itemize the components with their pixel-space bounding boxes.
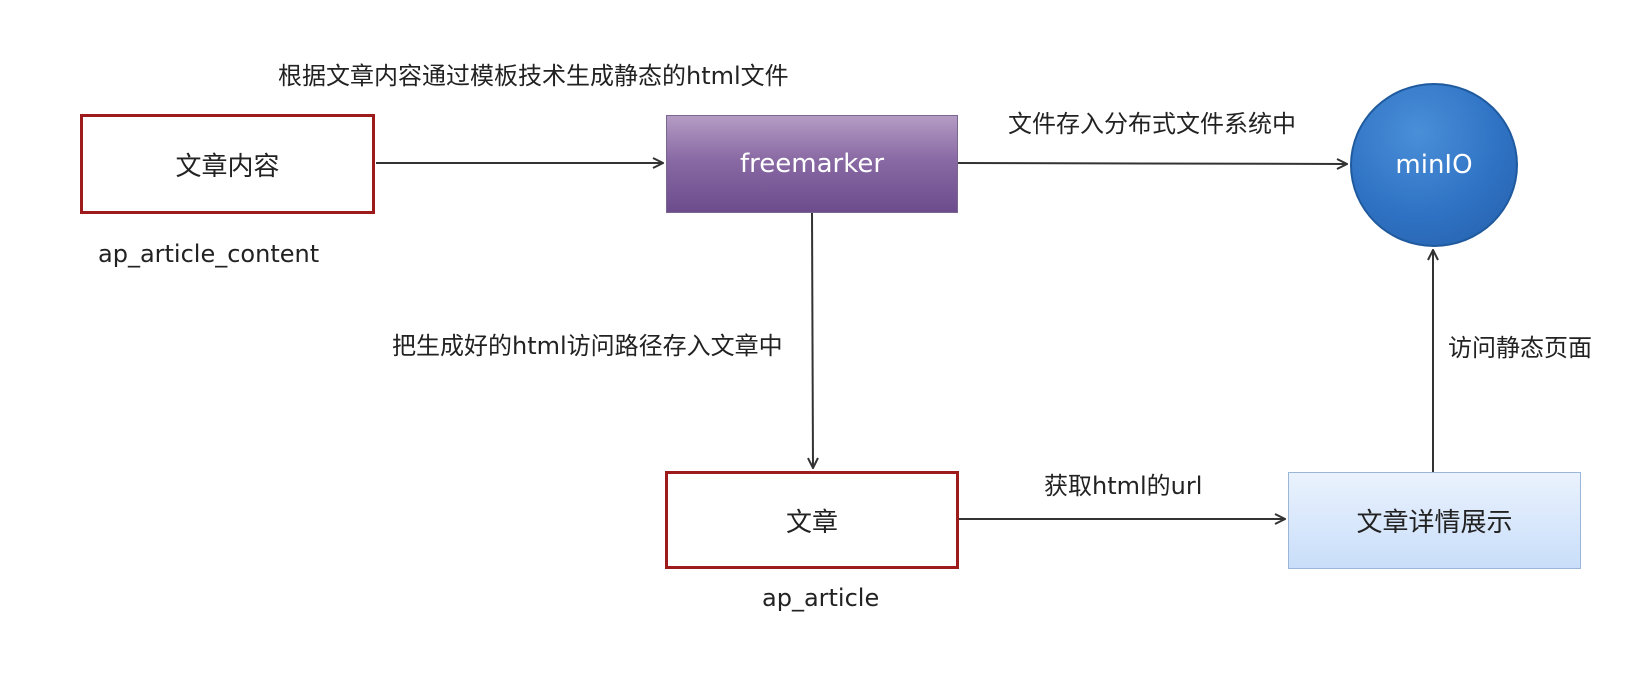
node-article-content: 文章内容 bbox=[80, 114, 375, 214]
edge-label-visit-page: 访问静态页面 bbox=[1448, 334, 1592, 362]
node-minio: minIO bbox=[1350, 83, 1518, 247]
node-freemarker-label: freemarker bbox=[739, 149, 885, 179]
node-article-detail-label: 文章详情展示 bbox=[1356, 508, 1513, 538]
node-article-label: 文章 bbox=[785, 507, 838, 538]
edge-label-save-path: 把生成好的html访问路径存入文章中 bbox=[392, 332, 783, 360]
edge-label-generate-html: 根据文章内容通过模板技术生成静态的html文件 bbox=[278, 62, 789, 90]
table-name-article: ap_article bbox=[762, 584, 880, 612]
node-article-content-label: 文章内容 bbox=[175, 151, 280, 182]
node-freemarker: freemarker bbox=[666, 115, 958, 213]
edge-label-get-url: 获取html的url bbox=[1044, 472, 1203, 500]
node-minio-label: minIO bbox=[1395, 150, 1473, 180]
arrow-freemarker-to-article bbox=[812, 212, 813, 467]
arrow-freemarker-to-minio bbox=[957, 163, 1346, 164]
edge-label-store-file: 文件存入分布式文件系统中 bbox=[1008, 110, 1296, 138]
table-name-article-content: ap_article_content bbox=[98, 240, 320, 268]
node-article: 文章 bbox=[665, 471, 959, 569]
node-article-detail: 文章详情展示 bbox=[1288, 472, 1581, 569]
